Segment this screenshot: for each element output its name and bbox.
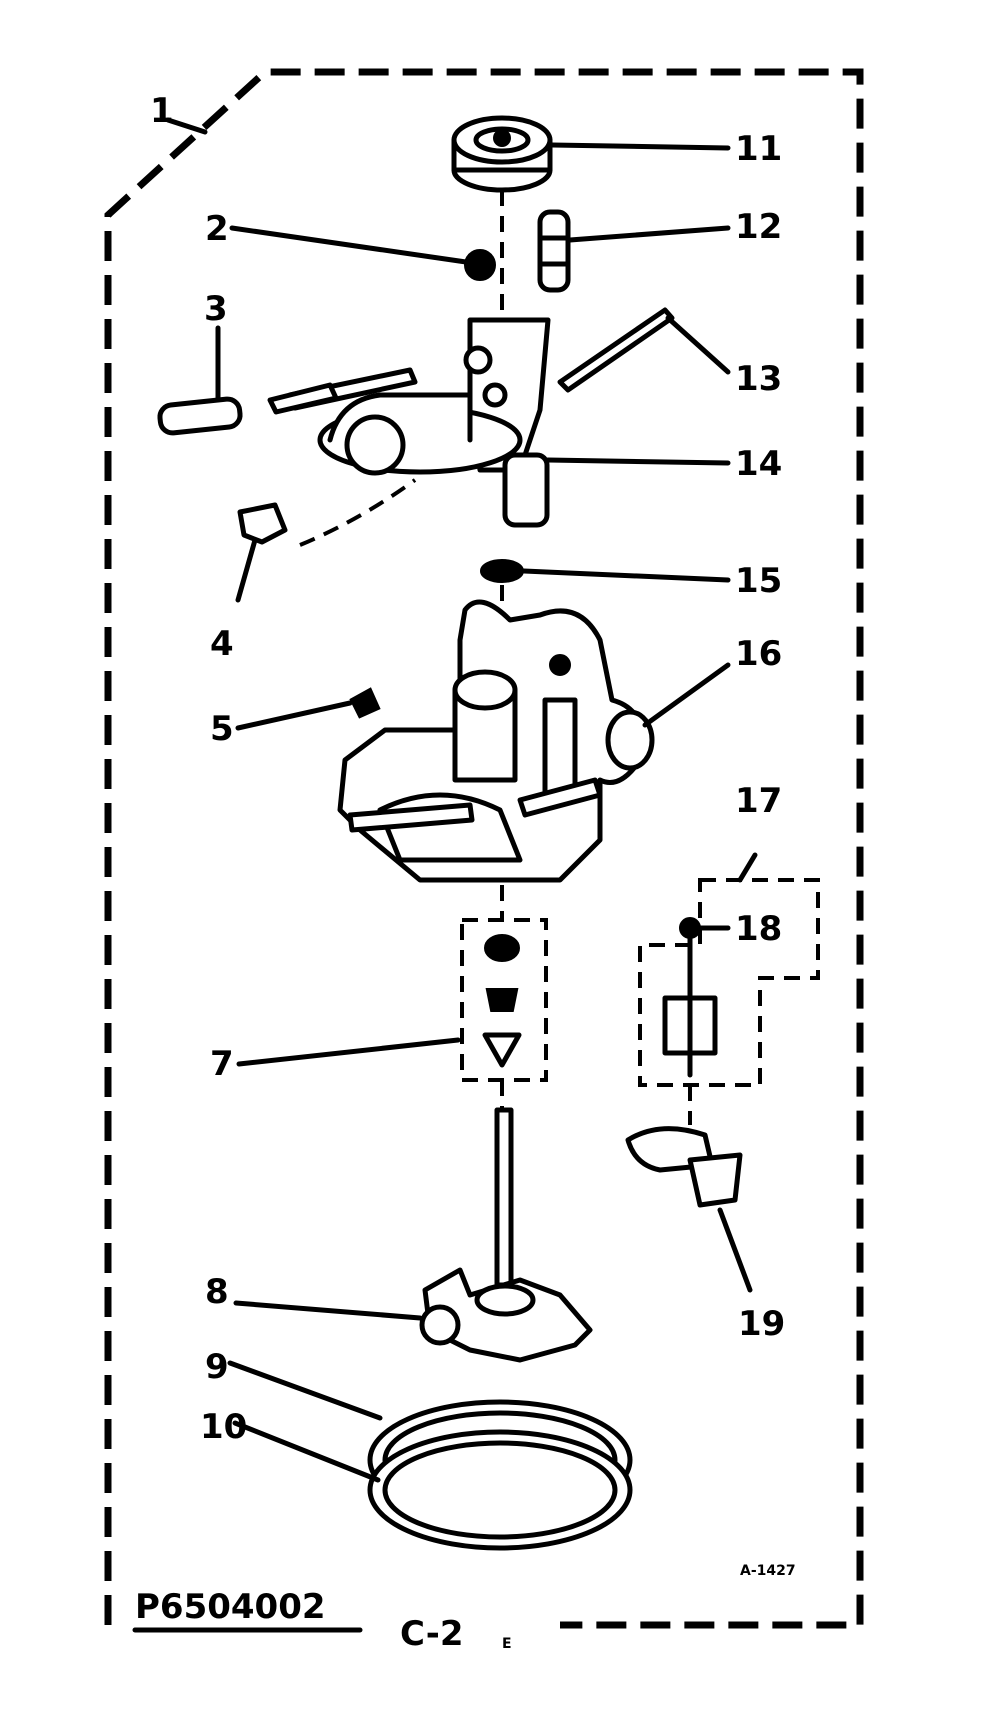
callout-8: 8 [205,1272,229,1312]
part-19-cam [625,1085,743,1208]
part-10-ring [367,1429,633,1551]
callout-19: 19 [738,1304,785,1344]
callout-labels: 1 2 3 4 5 7 8 9 10 11 12 13 14 15 16 17 … [150,91,785,1447]
callout-5: 5 [210,709,234,749]
callout-18: 18 [735,909,782,949]
drawing-number: P6504002 [135,1587,326,1627]
callout-3: 3 [204,289,228,329]
page-code: C-2 [400,1614,464,1654]
part-12-spring [537,209,571,293]
callout-1: 1 [150,91,174,131]
callout-14: 14 [735,444,782,484]
callout-17: 17 [735,781,782,821]
leader-lines [165,117,758,1483]
page-suffix: E [502,1636,512,1652]
part-15-washer [480,559,524,583]
callout-13: 13 [735,359,782,399]
part-2-nut [464,249,496,281]
callout-11: 11 [735,129,782,169]
part-13-rod [557,307,675,393]
part-7-bearing-kit [460,885,548,1110]
callout-4: 4 [210,624,234,664]
part-5-screw [349,687,381,719]
part-3-pin [157,396,243,436]
callout-10: 10 [200,1407,247,1447]
callout-9: 9 [205,1347,229,1387]
plate-reference: A-1427 [740,1563,796,1579]
part-16-gear-case [337,585,655,883]
callout-2: 2 [205,209,229,249]
callout-7: 7 [210,1044,234,1084]
part-11-pulley [451,115,553,193]
part-17-cam-kit [638,878,820,1087]
callout-15: 15 [735,561,782,601]
part-4-clip [237,478,417,547]
assembly-boundary [104,68,864,1629]
callout-16: 16 [735,634,782,674]
part-14-bracket [267,190,551,528]
part-8-gear-shaft [419,1107,593,1363]
callout-12: 12 [735,207,782,247]
